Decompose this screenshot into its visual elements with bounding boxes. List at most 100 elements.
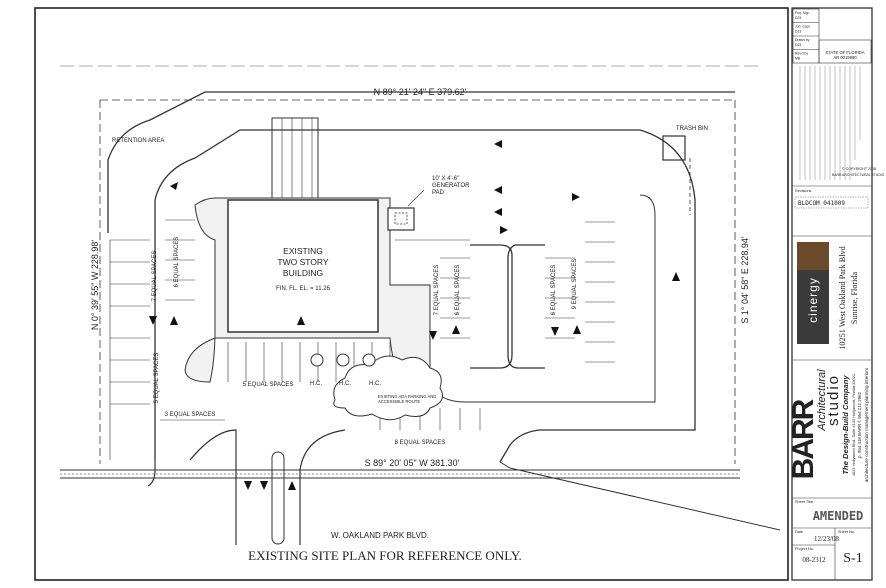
- building-label-3: BUILDING: [283, 268, 323, 278]
- parking-label: 8 EQUAL SPACES: [395, 440, 446, 446]
- project-no-label: Project No.: [795, 547, 814, 551]
- revision-row: [794, 196, 869, 209]
- road-label: W. OAKLAND PARK BLVD.: [331, 531, 429, 540]
- firm-address: 4621 Hollywood Blvd. Suite #100 Hollywoo…: [851, 374, 856, 476]
- site-plan: [60, 65, 781, 545]
- parking-label: 3 EQUAL SPACES: [165, 412, 216, 418]
- sheet-title-label: Sheet Title: [795, 500, 813, 504]
- east-driveway: [299, 429, 346, 545]
- generator-label: GENERATOR: [432, 183, 470, 189]
- traffic-arrows: [149, 140, 680, 490]
- parking-label: 6 EQUAL SPACES: [455, 265, 461, 316]
- arrow-up-icon: [170, 316, 178, 325]
- arrow-left-icon: [494, 186, 502, 194]
- accessible-icon: [362, 353, 376, 367]
- west-parking-stripes: [109, 239, 150, 460]
- date-label: Date: [795, 530, 803, 534]
- seal-state: STATE OF FLORIDA: [825, 50, 864, 55]
- rev-row-label: Job. Capt.: [795, 25, 811, 29]
- bearing-east: S 1° 04' 58" E 228.94': [740, 236, 750, 324]
- arrow-left-icon: [494, 208, 502, 216]
- firm-tagline: The Design-Build Company: [841, 375, 850, 475]
- firm-name-2: studio: [825, 374, 842, 426]
- arrow-up-icon: [573, 325, 581, 334]
- existing-building: [227, 199, 379, 333]
- bearing-north: N 89° 21' 24" E 379.62': [374, 87, 467, 97]
- firm-services: architecture construction management pla…: [864, 367, 869, 482]
- retention-area-outline: [107, 91, 735, 233]
- building-label-1: EXISTING: [283, 246, 323, 256]
- building-west-stripes: [165, 219, 195, 301]
- east-drive-curb: [429, 194, 656, 403]
- middle-island-west: [470, 244, 513, 369]
- firm-name-1: Architectural: [816, 369, 828, 432]
- west-driveway-edge: [147, 460, 156, 487]
- west-driveway: [189, 429, 237, 545]
- trash-bin-enclosure: [662, 135, 686, 161]
- client-logo-art: [797, 242, 829, 270]
- ada-note-line-1: EXISTING ADA PARKING AND: [378, 394, 436, 399]
- ada-symbols: [310, 353, 376, 367]
- title-block: Proj. Mgr. D23 Job. Capt. D23 Drawn by D…: [787, 7, 885, 581]
- road-edge-link: [499, 461, 511, 469]
- retention-area-label: RETENTION AREA: [112, 138, 164, 144]
- generator-size-label: 10' X 4'-6": [432, 176, 459, 182]
- rev-row-value: D23: [795, 43, 801, 47]
- arrow-up-icon: [297, 316, 305, 325]
- parking-label: 5 EQUAL SPACES: [243, 382, 294, 388]
- seal-license: AR 0019880: [833, 55, 857, 60]
- accessible-icon: [310, 353, 324, 367]
- rev-row-value: D23: [795, 16, 801, 20]
- arrow-down-icon: [551, 327, 559, 336]
- south-building-stripes: [227, 342, 391, 382]
- rev-row-value: MB: [795, 57, 801, 61]
- arrow-down-icon: [149, 316, 157, 325]
- sheet-number: S-1: [843, 551, 862, 566]
- ada-note-line-2: ACCESSIBLE ROUTE: [378, 399, 420, 404]
- arrow-up-icon: [452, 325, 460, 334]
- firm-logo: BARR: [787, 398, 820, 479]
- bearing-south: S 89° 20' 05" W 381.30': [365, 458, 460, 468]
- parking-label: 7 EQUAL SPACES: [434, 265, 440, 316]
- arrow-up-icon: [288, 481, 296, 490]
- road-edge-east: [509, 467, 781, 531]
- revision-entry: BLDCOM 041009: [798, 200, 845, 207]
- ada-revision-cloud: [333, 355, 443, 421]
- client-address-1: 10251 West Oakland Park Blvd: [838, 246, 847, 349]
- hc-label: H.C.: [310, 381, 322, 387]
- sheet-date: 12/23/08: [814, 535, 839, 543]
- client-logo-text: cinergy: [806, 277, 820, 323]
- firm-phone: p. 954 418 BARR f. 954 212 2962: [857, 391, 862, 457]
- rev-row-label: Rev'd by: [795, 52, 808, 56]
- arrow-right-icon: [572, 193, 580, 201]
- arrow-right-icon: [500, 226, 508, 234]
- bearing-west: N 0° 39' 55" W 228.98': [90, 240, 100, 331]
- parking-label: 6 EQUAL SPACES: [174, 237, 180, 288]
- generator-pad-label: PAD: [432, 190, 445, 196]
- middle-parking-stripes: [395, 221, 615, 363]
- sheet-border: [34, 7, 789, 581]
- arrow-icon: [170, 182, 178, 190]
- middle-island-east: [507, 244, 545, 369]
- generator-unit: [394, 212, 408, 225]
- parking-label: 7 EQUAL SPACES: [152, 251, 158, 302]
- revisions-label: Revisions: [795, 189, 812, 193]
- rev-table: [792, 8, 872, 64]
- hc-label: H.C.: [339, 381, 351, 387]
- copyright-line-1: © COPYRIGHT 2008: [842, 167, 876, 171]
- accessible-icon: [336, 353, 350, 367]
- trash-bin-label: TRASH BIN: [676, 126, 708, 132]
- arrow-down-icon: [429, 331, 437, 340]
- arrow-down-icon: [260, 481, 268, 490]
- hc-label: H.C.: [369, 381, 381, 387]
- arrow-down-icon: [244, 481, 252, 490]
- parking-label: 6 EQUAL SPACES: [551, 265, 557, 316]
- generator-pad: [387, 207, 415, 231]
- rev-row-value: D23: [795, 30, 801, 34]
- generator-leader: [407, 189, 425, 207]
- client-address-2: Sunrise, Florida: [850, 271, 859, 324]
- copyright-line-2: BARR ARCHITECTURAL STUDIO: [832, 173, 885, 177]
- rev-row-label: Drawn by: [795, 38, 810, 42]
- parking-label: 5 EQUAL SPACES: [154, 353, 160, 404]
